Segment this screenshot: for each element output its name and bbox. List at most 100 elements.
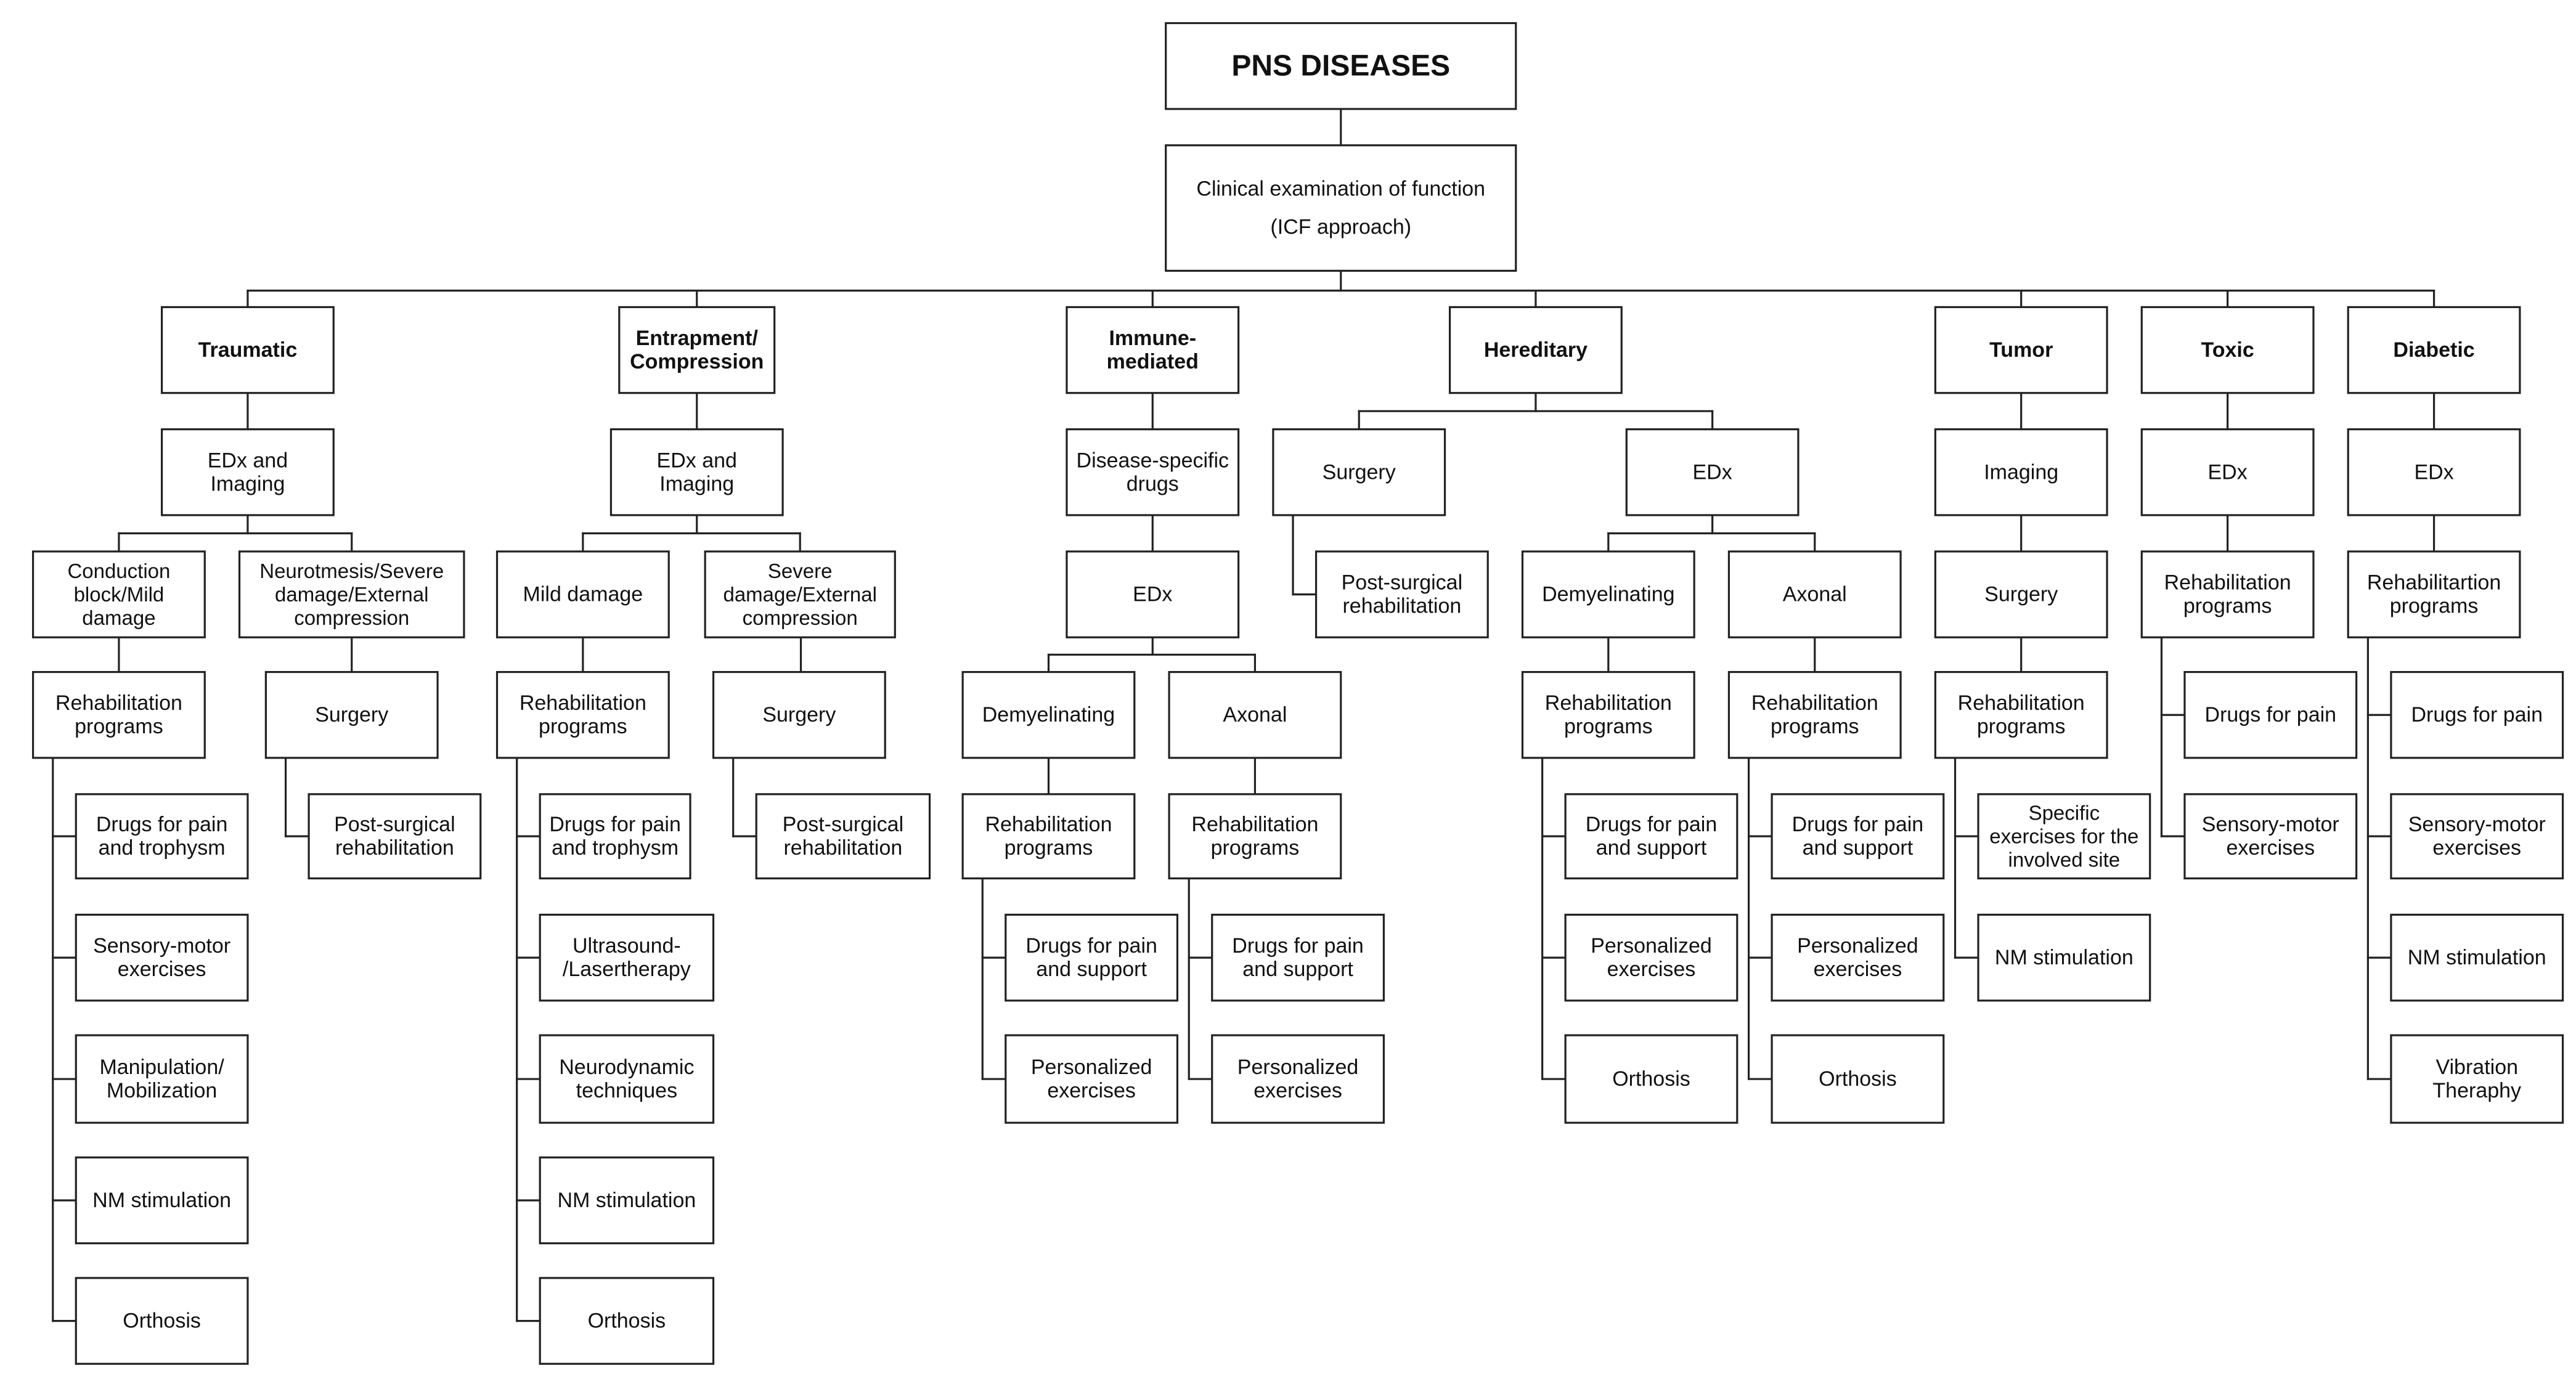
node-box bbox=[2140, 306, 2315, 394]
node-label: PNS DISEASES bbox=[1231, 50, 1450, 83]
node-label: Orthosis bbox=[123, 1309, 201, 1333]
node-label: exercises bbox=[2432, 836, 2521, 860]
node-label: techniques bbox=[576, 1079, 677, 1102]
node-label: programs bbox=[1977, 715, 2066, 738]
node-label: Imaging bbox=[210, 472, 285, 495]
node-box bbox=[2140, 550, 2315, 638]
node-box bbox=[1211, 1034, 1385, 1124]
node-label: and support bbox=[1803, 836, 1914, 860]
node-box bbox=[308, 793, 482, 880]
node-label: EDx and bbox=[657, 449, 737, 472]
node-label: and support bbox=[1242, 958, 1353, 981]
node-label: programs bbox=[539, 715, 627, 738]
node-her-axo: Axonal bbox=[1727, 550, 1902, 638]
node-box bbox=[2183, 670, 2358, 759]
node-label: mediated bbox=[1107, 350, 1199, 373]
node-label: Toxic bbox=[2201, 338, 2254, 362]
node-label: Clinical examination of function bbox=[1196, 177, 1485, 201]
node-box bbox=[1066, 428, 1240, 516]
node-label: Orthosis bbox=[588, 1309, 666, 1333]
node-box bbox=[1625, 428, 1800, 516]
node-label: Imaging bbox=[659, 472, 734, 495]
node-label: Rehabilitation bbox=[1751, 691, 1878, 715]
node-box bbox=[961, 793, 1136, 880]
node-box bbox=[2390, 670, 2564, 759]
node-label: EDx bbox=[1133, 583, 1172, 606]
node-label: Drugs for pain bbox=[2411, 703, 2543, 727]
node-label: Vibration bbox=[2435, 1056, 2518, 1079]
flowchart-connectors bbox=[52, 108, 2435, 1322]
node-box bbox=[1314, 550, 1489, 638]
node-label: Manipulation/ bbox=[99, 1056, 224, 1079]
node-label: exercises bbox=[118, 958, 206, 981]
node-box bbox=[961, 670, 1136, 759]
node-label: EDx bbox=[1693, 460, 1732, 484]
node-label: NM stimulation bbox=[1995, 946, 2134, 969]
node-box bbox=[712, 670, 886, 759]
node-label: damage/External bbox=[723, 583, 876, 606]
node-imm-edx: EDx bbox=[1066, 550, 1240, 638]
node-box bbox=[755, 793, 931, 880]
node-label: exercises bbox=[1814, 958, 1902, 981]
node-box bbox=[31, 550, 206, 638]
node-label: Imaging bbox=[1984, 460, 2058, 484]
node-label: NM stimulation bbox=[2408, 946, 2546, 969]
node-entr-mild: Mild damage bbox=[495, 550, 670, 638]
node-box bbox=[495, 670, 670, 759]
node-box bbox=[609, 428, 784, 516]
node-box bbox=[1934, 550, 2108, 638]
node-label: Conduction bbox=[67, 560, 170, 582]
node-label: Sensory-motor bbox=[2408, 813, 2546, 836]
node-box bbox=[539, 1156, 715, 1245]
node-label: Orthosis bbox=[1819, 1067, 1897, 1091]
node-box bbox=[75, 1277, 249, 1365]
node-her-axo-d3: Orthosis bbox=[1771, 1034, 1945, 1124]
node-label: EDx bbox=[2414, 460, 2453, 484]
node-label: Neurodynamic bbox=[559, 1056, 694, 1079]
node-box bbox=[75, 1156, 249, 1245]
node-label: Drugs for pain bbox=[96, 813, 228, 836]
node-label: NM stimulation bbox=[92, 1189, 231, 1212]
node-box bbox=[1934, 306, 2108, 394]
node-label: /Lasertherapy bbox=[563, 958, 691, 981]
node-box bbox=[1564, 1034, 1738, 1124]
node-box bbox=[1934, 428, 2108, 516]
node-label: Specific bbox=[2029, 802, 2100, 824]
node-box bbox=[1564, 913, 1738, 1002]
node-label: programs bbox=[1771, 715, 1859, 738]
node-label: exercises bbox=[2226, 836, 2315, 860]
node-trau-neu: Neurotmesis/Severedamage/Externalcompres… bbox=[238, 550, 465, 638]
node-box bbox=[1934, 670, 2108, 759]
node-label: EDx bbox=[2208, 460, 2248, 484]
node-label: Drugs for pain bbox=[1025, 934, 1157, 958]
node-label: exercises bbox=[1253, 1079, 1342, 1102]
node-box bbox=[495, 550, 670, 638]
node-dia: Diabetic bbox=[2347, 306, 2521, 394]
node-box bbox=[264, 670, 439, 759]
node-label: Rehabilitation bbox=[1191, 813, 1318, 836]
node-trau: Traumatic bbox=[160, 306, 335, 394]
node-label: damage bbox=[82, 606, 155, 629]
node-label: Surgery bbox=[1984, 583, 2058, 606]
node-label: Post-surgical bbox=[1342, 571, 1463, 595]
node-box bbox=[539, 1034, 715, 1124]
node-label: Drugs for pain bbox=[549, 813, 681, 836]
node-clin: Clinical examination of function(ICF app… bbox=[1165, 144, 1517, 272]
